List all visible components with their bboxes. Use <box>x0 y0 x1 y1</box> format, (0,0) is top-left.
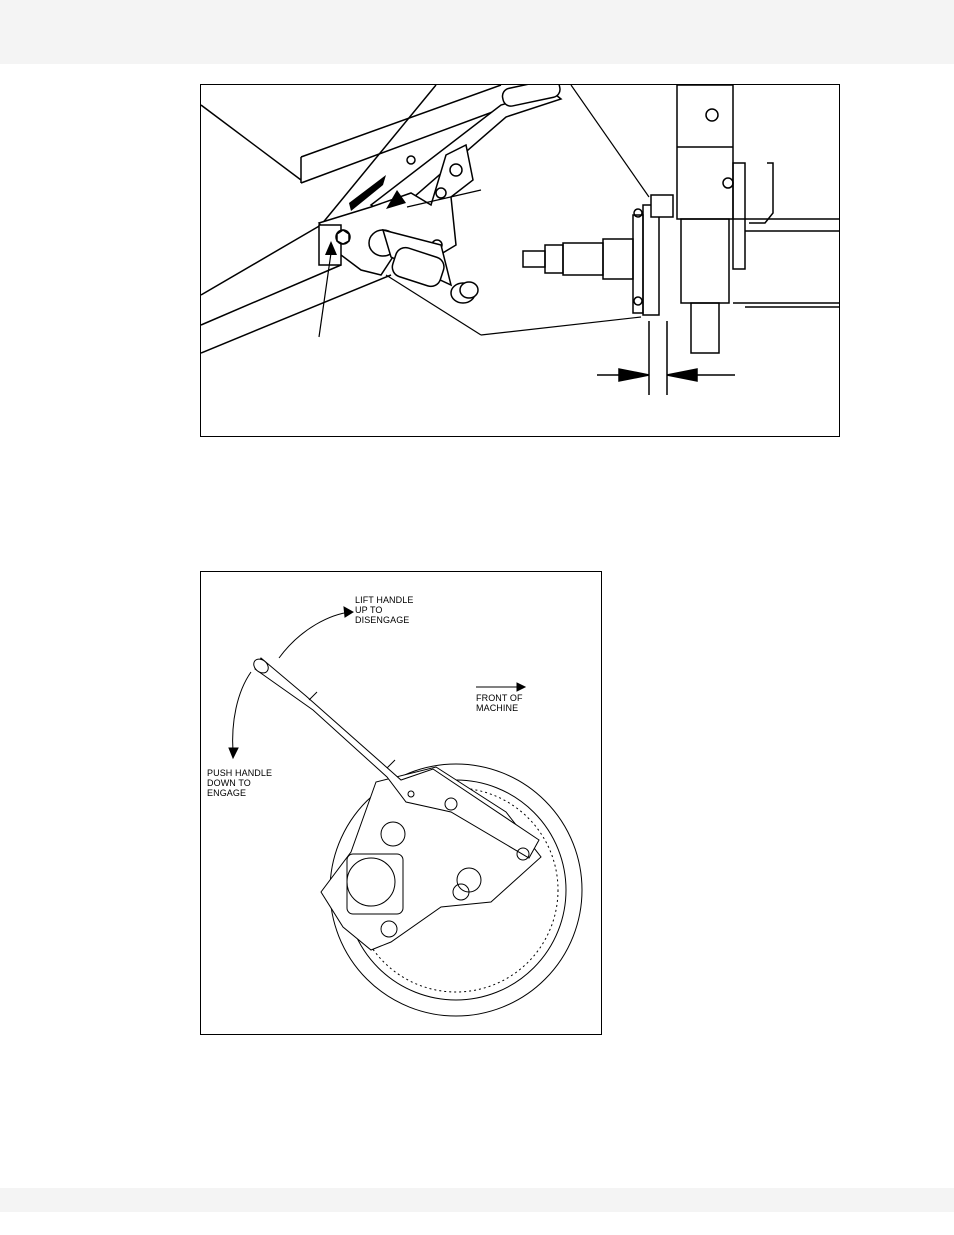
arrow-icon <box>325 175 406 255</box>
hub-assembly <box>522 194 674 316</box>
page-footer-band <box>0 1188 954 1212</box>
lift-handle-label: LIFT HANDLE UP TO DISENGAGE <box>355 595 414 625</box>
gap-arrow-icon <box>597 321 735 395</box>
leader-lines <box>318 85 650 338</box>
handle-drawing <box>228 606 583 1017</box>
assembly-drawing <box>201 85 839 395</box>
front-of-machine-label: FRONT OF MACHINE <box>476 693 523 713</box>
frame-column <box>676 85 839 354</box>
handle-icon <box>253 657 540 861</box>
page-header-band <box>0 0 954 64</box>
assembly-figure <box>200 84 840 437</box>
push-handle-label: PUSH HANDLE DOWN TO ENGAGE <box>207 768 273 798</box>
shaft-icon <box>368 228 479 304</box>
frame-lines <box>201 85 507 354</box>
front-arrow-icon <box>476 682 527 692</box>
push-arrow-icon <box>228 671 252 760</box>
lift-arrow-icon <box>278 606 354 659</box>
handle-figure: LIFT HANDLE UP TO DISENGAGE FRONT OF MAC… <box>200 571 602 1035</box>
